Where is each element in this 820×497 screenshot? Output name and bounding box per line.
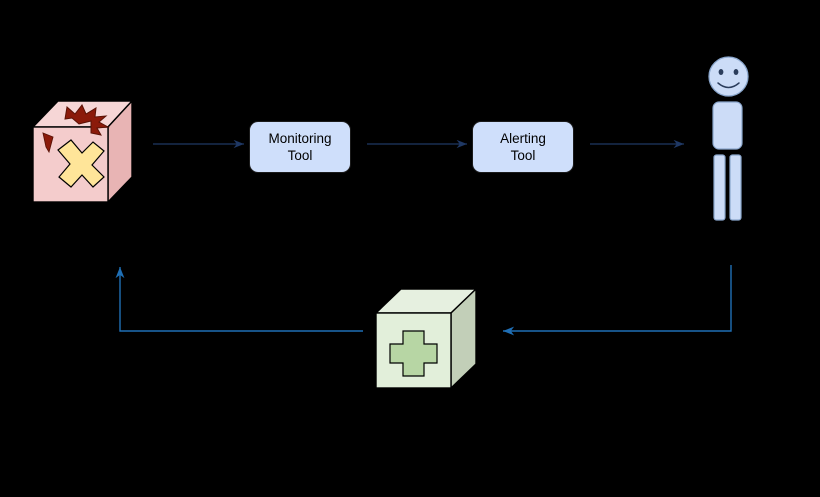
monitoring-tool-node[interactable]: Monitoring Tool: [249, 121, 351, 173]
shard-icon: [42, 132, 54, 154]
actor-head: [708, 56, 749, 97]
explosion-burst-icon: [64, 104, 110, 136]
alerting-tool-node[interactable]: Alerting Tool: [472, 121, 574, 173]
actor-leg-left: [713, 154, 726, 221]
x-mark-icon: [57, 139, 105, 188]
arrow-person-to-healthy-service: [503, 265, 732, 336]
actor-eye-right: [733, 69, 739, 75]
arrow-healthy-service-to-failing-service: [115, 267, 363, 332]
actor-smile: [717, 82, 740, 89]
actor-leg-right: [729, 154, 742, 221]
monitoring-tool-label: Monitoring Tool: [268, 130, 332, 163]
alerting-tool-label: Alerting Tool: [500, 130, 546, 163]
actor-body: [712, 101, 743, 150]
plus-cross-icon: [389, 330, 438, 377]
actor-eye-left: [718, 69, 724, 75]
